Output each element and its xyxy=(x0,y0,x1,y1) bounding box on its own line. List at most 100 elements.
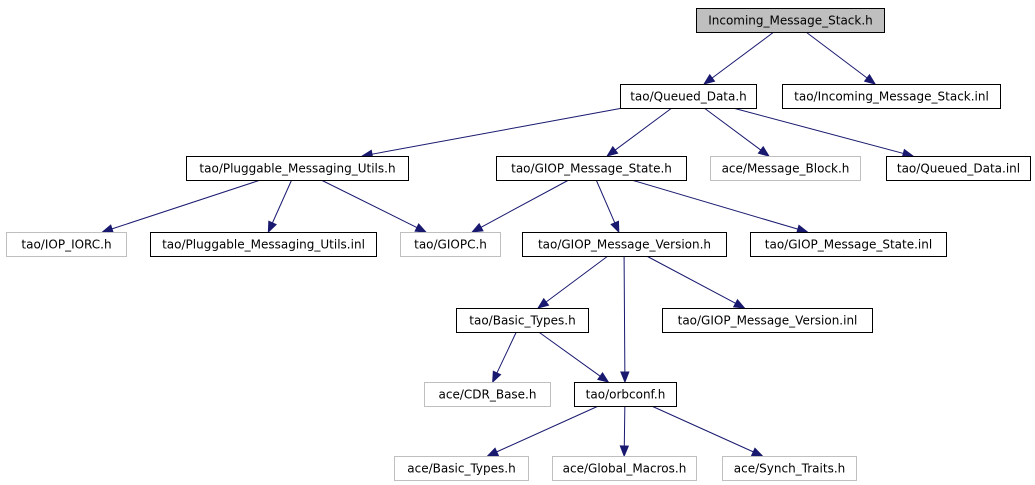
edge-line xyxy=(805,31,868,79)
edge-n_orb-to-n_ast xyxy=(651,405,764,457)
edge-arrowhead xyxy=(863,73,877,85)
edge-arrowhead xyxy=(757,145,770,157)
node-amb[interactable]: ace/Message_Block.h xyxy=(710,156,861,181)
node-ast[interactable]: ace/Synch_Traits.h xyxy=(722,456,857,481)
node-agm[interactable]: ace/Global_Macros.h xyxy=(552,456,697,481)
edge-line xyxy=(496,331,517,374)
edge-n_gms-to-n_gmv xyxy=(595,179,620,234)
node-label: ace/CDR_Base.h xyxy=(439,388,537,402)
node-label: tao/Pluggable_Messaging_Utils.h xyxy=(199,162,395,176)
node-bt[interactable]: tao/Basic_Types.h xyxy=(456,308,589,333)
node-label: tao/GIOPC.h xyxy=(414,238,487,252)
node-label: Incoming_Message_Stack.h xyxy=(708,14,873,28)
node-box[interactable] xyxy=(394,456,529,481)
node-label: ace/Basic_Types.h xyxy=(407,462,515,476)
edge-n_pmu-to-n_pmui xyxy=(267,179,293,234)
edge-arrowhead xyxy=(732,298,746,309)
edge-line xyxy=(496,405,599,453)
node-label: tao/GIOP_Message_State.h xyxy=(511,162,672,176)
node-box[interactable] xyxy=(400,232,501,257)
node-box[interactable] xyxy=(150,232,377,257)
node-box[interactable] xyxy=(496,156,687,181)
edge-arrowhead xyxy=(414,223,428,233)
node-iop[interactable]: tao/IOP_IORC.h xyxy=(6,232,127,257)
edge-arrowhead xyxy=(619,445,630,458)
node-box[interactable] xyxy=(620,84,757,109)
node-label: tao/GIOP_Message_Version.h xyxy=(538,238,711,252)
edge-n_bt-to-n_orb xyxy=(538,331,610,383)
edge-line xyxy=(703,107,762,151)
node-root[interactable]: Incoming_Message_Stack.h xyxy=(696,8,885,33)
edge-n_gmv-to-n_gmvi xyxy=(646,255,746,309)
edge-n_root-to-n_qd xyxy=(703,31,775,85)
edge-arrowhead xyxy=(750,447,764,457)
node-label: ace/Synch_Traits.h xyxy=(734,462,845,476)
edge-n_orb-to-n_agm xyxy=(619,405,630,458)
node-box[interactable] xyxy=(696,8,885,33)
node-gmv[interactable]: tao/GIOP_Message_Version.h xyxy=(522,232,727,257)
edge-line xyxy=(480,179,569,228)
edge-n_qd-to-n_gms xyxy=(606,107,673,157)
edge-arrowhead xyxy=(101,224,114,234)
node-box[interactable] xyxy=(522,232,727,257)
edge-arrowhead xyxy=(610,220,620,234)
node-box[interactable] xyxy=(186,156,409,181)
node-label: ace/Global_Macros.h xyxy=(563,462,687,476)
edge-line xyxy=(623,405,626,447)
edge-n_orb-to-n_abt xyxy=(486,405,599,457)
node-label: tao/Incoming_Message_Stack.inl xyxy=(794,90,989,104)
edge-n_gms-to-n_gmsi xyxy=(631,179,809,234)
node-qd[interactable]: tao/Queued_Data.h xyxy=(620,84,757,109)
edge-line xyxy=(711,31,775,79)
node-gmvi[interactable]: tao/GIOP_Message_Version.inl xyxy=(662,308,873,333)
edge-line xyxy=(595,179,616,224)
node-abt[interactable]: ace/Basic_Types.h xyxy=(394,456,529,481)
edge-n_gmv-to-n_orb xyxy=(620,255,630,384)
node-label: tao/orbconf.h xyxy=(586,388,666,402)
node-box[interactable] xyxy=(552,456,697,481)
node-box[interactable] xyxy=(574,382,677,407)
node-box[interactable] xyxy=(662,308,873,333)
edge-arrowhead xyxy=(267,220,277,234)
edge-line xyxy=(545,255,609,303)
node-pmu[interactable]: tao/Pluggable_Messaging_Utils.h xyxy=(186,156,409,181)
node-box[interactable] xyxy=(424,382,551,407)
node-cdr[interactable]: ace/CDR_Base.h xyxy=(424,382,551,407)
edge-n_gms-to-n_giopc xyxy=(471,179,569,233)
node-imsi[interactable]: tao/Incoming_Message_Stack.inl xyxy=(782,84,1001,109)
node-label: tao/Pluggable_Messaging_Utils.inl xyxy=(162,238,365,252)
node-box[interactable] xyxy=(886,156,1031,181)
edge-arrowhead xyxy=(620,371,630,384)
node-gms[interactable]: tao/GIOP_Message_State.h xyxy=(496,156,687,181)
edge-line xyxy=(614,107,673,151)
edge-arrowhead xyxy=(537,297,550,309)
node-qdi[interactable]: tao/Queued_Data.inl xyxy=(886,156,1031,181)
edge-arrowhead xyxy=(597,372,610,383)
node-orb[interactable]: tao/orbconf.h xyxy=(574,382,677,407)
node-pmui[interactable]: tao/Pluggable_Messaging_Utils.inl xyxy=(150,232,377,257)
edge-arrowhead xyxy=(606,145,619,157)
node-box[interactable] xyxy=(6,232,127,257)
edge-arrowhead xyxy=(796,224,809,234)
edge-n_qd-to-n_pmu xyxy=(360,107,623,159)
node-giopc[interactable]: tao/GIOPC.h xyxy=(400,232,501,257)
node-label: tao/Queued_Data.inl xyxy=(897,162,1020,176)
edge-n_qd-to-n_amb xyxy=(703,107,770,157)
edge-line xyxy=(623,255,626,373)
node-label: tao/GIOP_Message_State.inl xyxy=(765,238,932,252)
edge-line xyxy=(646,255,736,304)
edge-line xyxy=(732,107,904,154)
node-box[interactable] xyxy=(710,156,861,181)
node-gmsi[interactable]: tao/GIOP_Message_State.inl xyxy=(750,232,947,257)
node-box[interactable] xyxy=(782,84,1001,109)
node-box[interactable] xyxy=(456,308,589,333)
node-box[interactable] xyxy=(750,232,947,257)
node-label: tao/Queued_Data.h xyxy=(630,90,747,104)
node-box[interactable] xyxy=(722,456,857,481)
edge-line xyxy=(320,179,418,228)
edges-layer xyxy=(101,31,915,458)
edge-arrowhead xyxy=(703,73,716,85)
edge-line xyxy=(271,179,293,224)
edge-arrowhead xyxy=(471,222,484,233)
